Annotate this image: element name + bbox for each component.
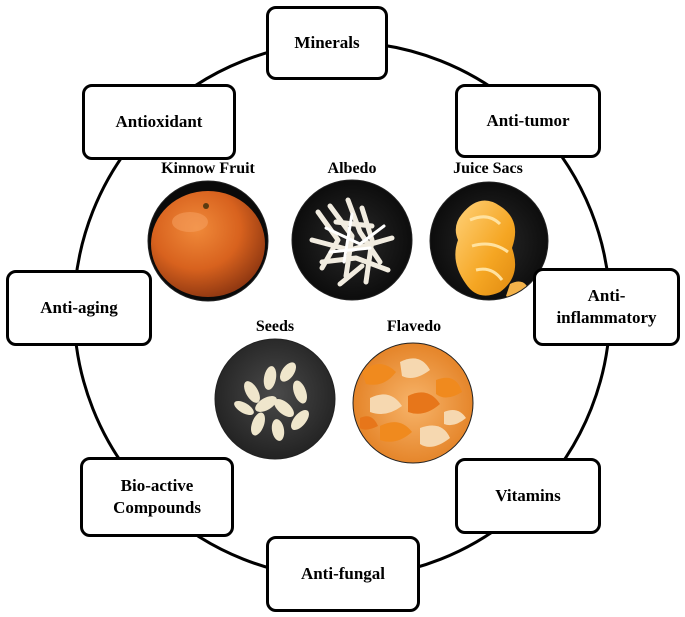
antioxidant-box: Antioxidant bbox=[82, 84, 236, 160]
anti-inflammatory-text: Anti- inflammatory bbox=[556, 286, 657, 327]
seeds-photo bbox=[215, 339, 335, 459]
anti-fungal-box: Anti-fungal bbox=[266, 536, 420, 612]
anti-inflammatory-box: Anti- inflammatory bbox=[533, 268, 680, 346]
anti-fungal-text: Anti-fungal bbox=[300, 564, 386, 583]
antioxidant-text: Antioxidant bbox=[115, 112, 203, 131]
kinnow-fruit-photo bbox=[148, 181, 268, 301]
bio-active-compounds-text: Bio-active Compounds bbox=[113, 476, 201, 517]
anti-tumor-box: Anti-tumor bbox=[455, 84, 601, 158]
minerals-box: Minerals bbox=[266, 6, 388, 80]
flavedo-label: Flavedo bbox=[386, 318, 442, 335]
anti-aging-text: Anti-aging bbox=[40, 298, 118, 317]
kinnow-fruit-label: Kinnow Fruit bbox=[161, 160, 255, 177]
minerals-text: Minerals bbox=[294, 33, 360, 52]
albedo-label: Albedo bbox=[327, 160, 377, 177]
juice-sacs-label: Juice Sacs bbox=[453, 160, 523, 177]
juice-sacs-photo bbox=[430, 182, 548, 300]
albedo-photo bbox=[292, 180, 412, 300]
vitamins-box: Vitamins bbox=[455, 458, 601, 534]
bio-active-compounds-box: Bio-active Compounds bbox=[80, 457, 234, 537]
flavedo-photo bbox=[353, 343, 473, 463]
vitamins-text: Vitamins bbox=[495, 486, 561, 505]
anti-aging-box: Anti-aging bbox=[6, 270, 152, 346]
anti-tumor-text: Anti-tumor bbox=[486, 111, 570, 130]
seeds-label: Seeds bbox=[255, 318, 295, 335]
